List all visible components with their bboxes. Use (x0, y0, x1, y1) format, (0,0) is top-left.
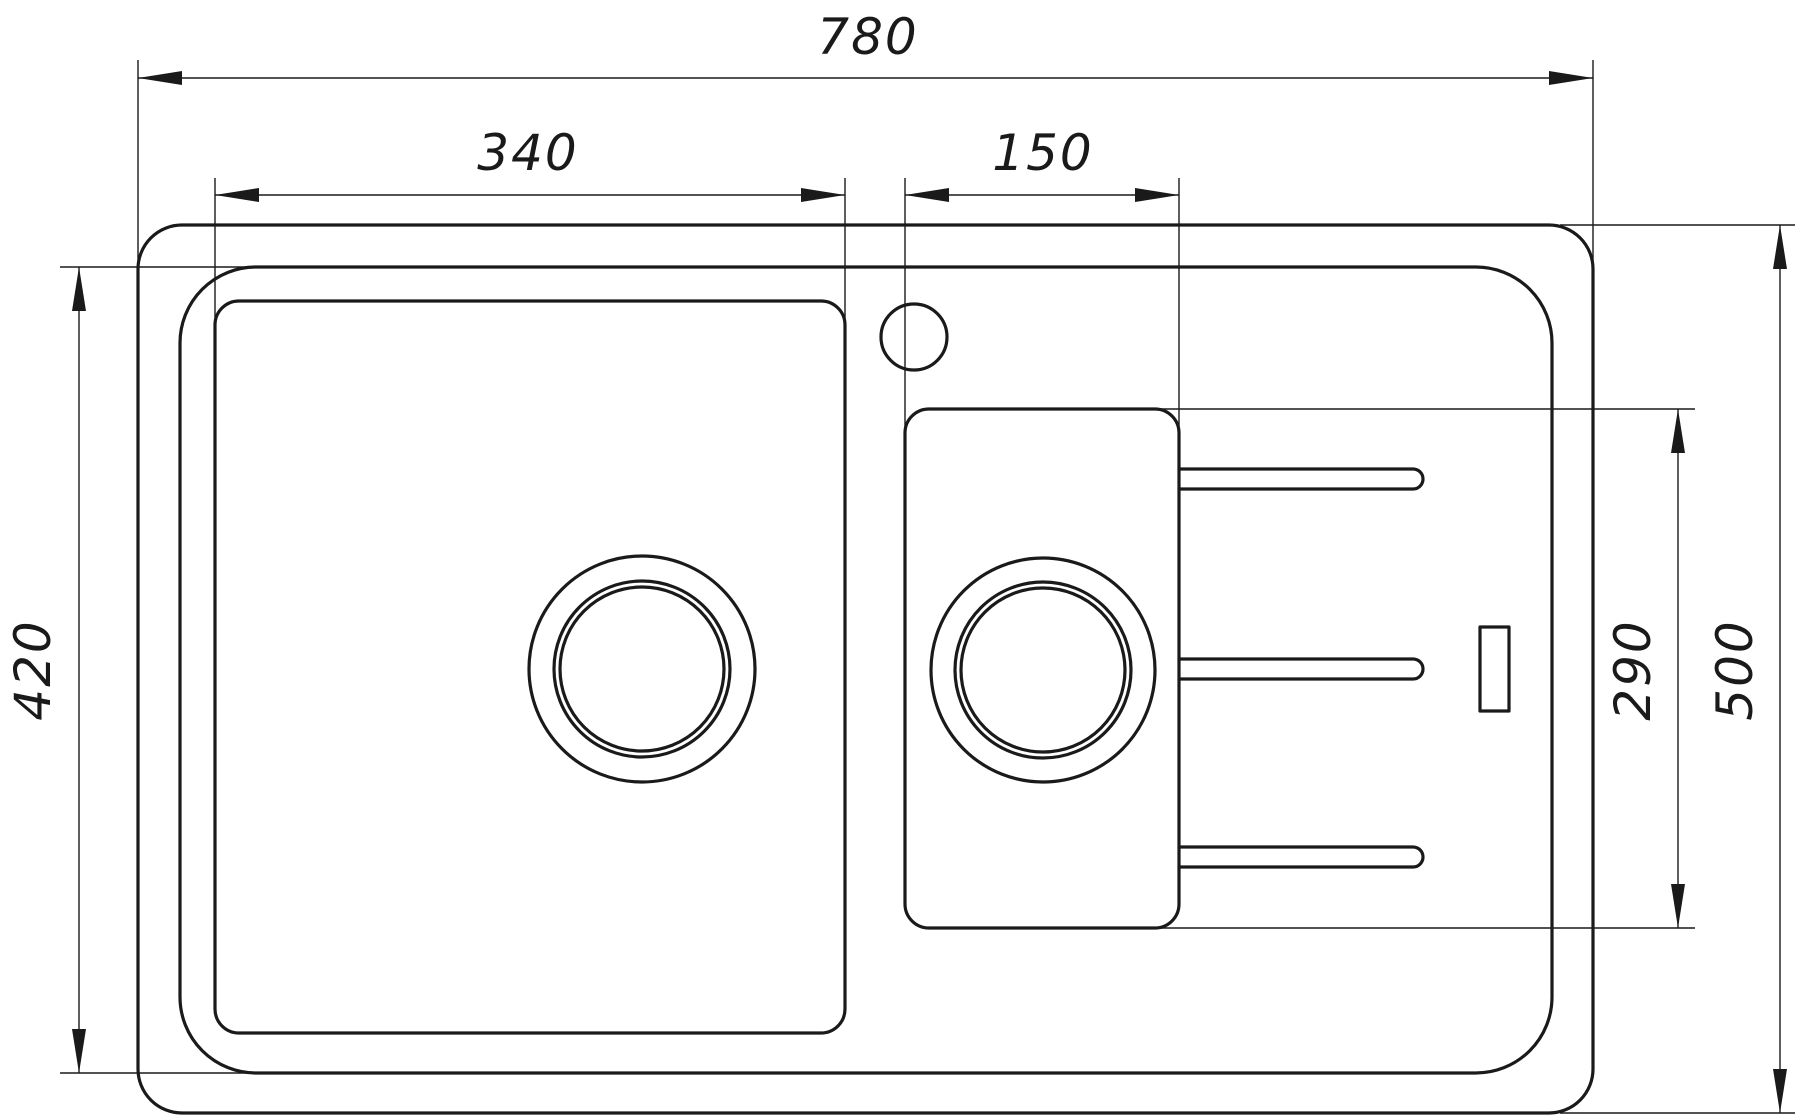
dimension-arrow (215, 188, 259, 202)
small-drain-inner-ring (959, 586, 1127, 754)
dimension-arrow (905, 188, 949, 202)
tap-hole (879, 302, 949, 372)
dimension-label-overall-width: 780 (817, 8, 918, 66)
dimension-overall-depth: 500 (1706, 225, 1787, 1113)
dimension-arrow (72, 1029, 86, 1073)
dimension-arrow (801, 188, 845, 202)
small-bowl (903, 407, 1181, 930)
dimension-arrow (1135, 188, 1179, 202)
main-drain-middle-ring (552, 579, 732, 759)
dimension-overall-width: 780 (138, 8, 1593, 85)
dimension-main-bowl-width: 340 (215, 124, 845, 202)
main-drain-inner-ring (558, 585, 726, 753)
small-drain-middle-ring (953, 580, 1133, 760)
dimension-arrow (72, 267, 86, 311)
sink-outer-rim (136, 223, 1595, 1115)
dimension-small-bowl-width: 150 (905, 124, 1179, 202)
main-drain-outer-ring (527, 554, 757, 784)
dimension-arrow (1549, 71, 1593, 85)
main-bowl (213, 299, 847, 1035)
main-bowl-outline (213, 299, 847, 1035)
dimension-arrow (1773, 225, 1787, 269)
dimension-arrow (1773, 1069, 1787, 1113)
dimension-label-inner-height: 420 (4, 619, 62, 720)
extension-lines (60, 60, 1795, 1114)
sink-body (136, 223, 1595, 1115)
dimension-label-small-bowl-height: 290 (1604, 619, 1662, 720)
drainer-groove (1177, 657, 1425, 681)
dimension-label-main-bowl-width: 340 (477, 124, 578, 182)
dimension-label-small-bowl-width: 150 (992, 124, 1093, 182)
dimension-label-overall-depth: 500 (1706, 619, 1764, 720)
dimension-arrow (138, 71, 182, 85)
overflow-slot (1478, 625, 1511, 713)
dimension-inner-height: 420 (4, 267, 86, 1073)
sink-inner-deck (178, 265, 1554, 1075)
small-bowl-outline (903, 407, 1181, 930)
dimension-arrow (1671, 884, 1685, 928)
dimension-small-bowl-height: 290 (1604, 409, 1685, 928)
drainer-groove (1177, 467, 1425, 491)
small-drain-outer-ring (929, 556, 1157, 784)
drainer-grooves (1177, 467, 1425, 869)
drainer-groove (1177, 845, 1425, 869)
dimension-arrow (1671, 409, 1685, 453)
